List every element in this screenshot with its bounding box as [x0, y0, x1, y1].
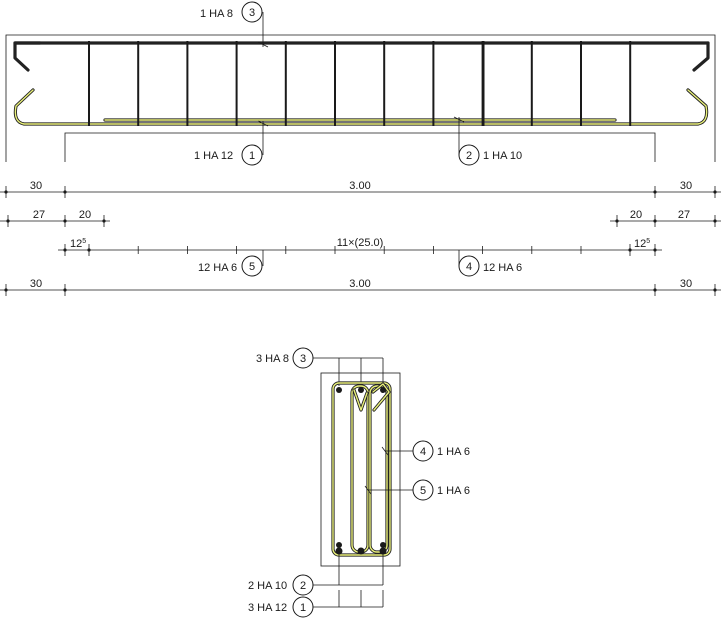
mark-1-circle	[241, 144, 263, 166]
dim-1-middle: 3.00	[349, 180, 370, 192]
stirrup-spacing-ticks	[137, 246, 582, 254]
dim-3-left: 125	[70, 238, 86, 250]
dim-tick	[653, 248, 657, 252]
dim-tick	[4, 288, 8, 292]
section-stirrup-inner-right	[368, 384, 389, 554]
dim-tick	[615, 219, 619, 223]
top-bar-hook-right	[692, 41, 710, 72]
dim-2-right-a: 20	[630, 209, 642, 221]
dim-tick	[713, 219, 717, 223]
section-label-bar-4: 1 HA 6	[437, 446, 470, 458]
leader-3-tick	[257, 41, 269, 48]
section-bar-ha10-2	[380, 542, 386, 548]
dim-4-middle: 3.00	[349, 278, 370, 290]
dim-row-3: 125 11×(25.0) 125 12 HA 6 5 4 12 HA 6	[58, 237, 662, 277]
dim-tick	[713, 288, 717, 292]
dim-3-right: 125	[634, 238, 650, 250]
section-bar-ha12-2	[357, 547, 365, 555]
mark-2: 2	[466, 150, 472, 162]
beam-outline	[5, 34, 716, 162]
mark-3-circle	[241, 1, 263, 23]
section-outline	[320, 372, 401, 567]
label-stirrups-4: 12 HA 6	[483, 262, 522, 274]
dim-row-4: 30 3.00 30	[0, 278, 721, 296]
section-bar-ha10-1	[336, 542, 342, 548]
section-bar-ha12-1	[335, 547, 343, 555]
section-label-top: 3 HA 8	[256, 353, 289, 365]
leader-2-tick	[453, 116, 465, 123]
dim-2-left-a: 27	[33, 209, 45, 221]
mark-4: 4	[466, 261, 472, 273]
dim-tick	[102, 219, 106, 223]
dim-tick	[628, 248, 632, 252]
dim-tick	[63, 288, 67, 292]
dim-2-left-b: 20	[79, 209, 91, 221]
bottom-bar-inner	[14, 89, 708, 125]
support-left-outline	[64, 132, 656, 162]
label-bar-1: 1 HA 12	[194, 150, 233, 162]
section-mark-1: 1	[300, 602, 306, 614]
dim-1-right: 30	[680, 180, 692, 192]
dim-tick	[653, 190, 657, 194]
dim-tick	[63, 190, 67, 194]
section-mark-2: 2	[300, 580, 306, 592]
section-mark-3: 3	[300, 353, 306, 365]
dim-tick	[63, 248, 67, 252]
section-mark-4: 4	[420, 446, 426, 458]
stirrups	[88, 41, 632, 126]
dim-4-left: 30	[30, 278, 42, 290]
label-stirrups-5: 12 HA 6	[198, 262, 237, 274]
section-mark-1-circle	[292, 596, 314, 618]
dim-row-1: 30 3.00 30	[0, 180, 721, 198]
dim-1-left: 30	[30, 180, 42, 192]
beam-elevation: 1 HA 8 3 1 HA 12 1 2 1 HA 10 30 3.00 30 …	[0, 1, 721, 296]
dim-tick	[87, 248, 91, 252]
dim-tick	[4, 190, 8, 194]
dim-tick	[653, 288, 657, 292]
section-label-bar-5: 1 HA 6	[437, 485, 470, 497]
section-bar-top-2	[358, 387, 364, 393]
dim-tick	[653, 219, 657, 223]
section-mark-4-circle	[412, 440, 434, 462]
mark-5: 5	[249, 261, 255, 273]
dim-tick	[713, 190, 717, 194]
dim-row-2: 27 20 20 27	[0, 209, 721, 227]
dim-3-middle: 11×(25.0)	[337, 237, 384, 249]
top-bar-hook-left	[13, 41, 42, 72]
section-mark-5-circle	[412, 479, 434, 501]
mark-5-circle	[241, 255, 263, 277]
dim-4-right: 30	[680, 278, 692, 290]
label-top-bar: 1 HA 8	[200, 8, 233, 20]
section-label-bar-2: 2 HA 10	[248, 580, 287, 592]
leader-1-tick	[257, 120, 269, 127]
section-mark-3-circle	[292, 347, 314, 369]
label-bar-2: 1 HA 10	[483, 150, 522, 162]
section-bar-top-1	[336, 387, 342, 393]
dim-tick	[63, 219, 67, 223]
section-mark-2-circle	[292, 574, 314, 596]
section-bar-top-3	[380, 387, 386, 393]
beam-cross-section: 3 HA 8 3 4 1 HA 6 5 1 HA 6 2 HA 10 2 3 H…	[248, 347, 470, 618]
section-label-bar-1: 3 HA 12	[248, 602, 287, 614]
mark-3: 3	[249, 7, 255, 19]
section-bar-ha12-3	[379, 547, 387, 555]
dim-tick	[6, 219, 10, 223]
dim-2-right-b: 27	[678, 209, 690, 221]
mark-1: 1	[249, 150, 255, 162]
section-mark-5: 5	[420, 485, 426, 497]
mark-4-circle	[458, 255, 480, 277]
mark-2-circle	[458, 144, 480, 166]
